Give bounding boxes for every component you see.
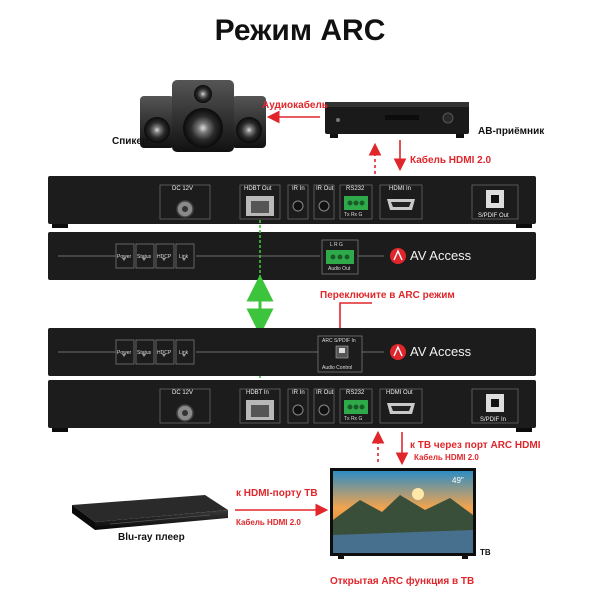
receiver-front-panel (48, 328, 536, 376)
hdbt-in-label: HDBT In (246, 390, 269, 396)
link-b-label: Link (179, 350, 189, 356)
transmitter-front-panel (48, 232, 536, 280)
bluray-player-icon (72, 495, 228, 530)
tv-size-label: 49" (452, 476, 464, 485)
power-b-label: Power (117, 350, 132, 356)
hdmi-cable-top-label: Кабель HDMI 2.0 (410, 155, 492, 166)
receiver-rear-panel (48, 380, 536, 432)
switch-arc-arrow (333, 302, 372, 344)
audio-cable-label: Аудиокабель (262, 100, 328, 111)
bluray-label: Blu-ray плеер (118, 532, 185, 543)
hdmi-in-label: HDMI In (389, 186, 412, 192)
brand-logo-b: AV Access (410, 344, 472, 359)
av-receiver-label: АВ-приёмник (478, 126, 545, 137)
to-tv-arc-label: к ТВ через порт ARC HDMI (410, 440, 541, 451)
speaker-label: Спикер (112, 136, 149, 147)
dc12v-bot-label: DC 12V (172, 390, 194, 396)
ir-in-top-label: IR In (292, 186, 305, 192)
speaker-icon (140, 80, 266, 152)
av-receiver-icon (325, 102, 469, 138)
spdif-in-label: S/PDIF In (480, 417, 507, 423)
hdcp-a-label: HDCP (157, 254, 172, 260)
arc-spdif-in-label: ARC S/PDIF In (322, 338, 356, 344)
status-a-label: Status (137, 254, 152, 260)
audio-control-label: Audio Control (322, 365, 353, 371)
hdmi-cable-tv-label: Кабель HDMI 2.0 (414, 453, 479, 462)
power-a-label: Power (117, 254, 132, 260)
link-a-label: Link (179, 254, 189, 260)
hdcp-b-label: HDCP (157, 350, 172, 356)
hdbt-out-label: HDBT Out (244, 186, 272, 192)
tv-label: ТВ (480, 548, 491, 557)
page-title: Режим ARC (214, 14, 386, 47)
brand-logo-a: AV Access (410, 248, 472, 263)
ir-out-top-label: IR Out (316, 186, 334, 192)
txrxg-top-label: Tx Rx G (344, 212, 363, 218)
to-hdmi-port-label: к HDMI-порту ТВ (236, 488, 318, 499)
tv-icon (330, 468, 476, 559)
ir-in-bot-label: IR In (292, 390, 305, 396)
dc12v-top-label: DC 12V (172, 186, 194, 192)
hdmi-cable-bluray-label: Кабель HDMI 2.0 (236, 518, 301, 527)
spdif-out-label: S/PDIF Out (478, 213, 509, 219)
audio-out-label: Audio Out (328, 266, 351, 272)
txrxg-bot-label: Tx Rx G (344, 416, 363, 422)
open-arc-label: Открытая ARC функция в ТВ (330, 576, 475, 587)
lrg-label: L R G (330, 242, 343, 248)
ir-out-bot-label: IR Out (316, 390, 334, 396)
rs232-top-label: RS232 (346, 186, 365, 192)
switch-arc-label: Переключите в ARC режим (320, 290, 455, 301)
hdmi-out-label: HDMI Out (386, 390, 413, 396)
rs232-bot-label: RS232 (346, 390, 365, 396)
status-b-label: Status (137, 350, 152, 356)
transmitter-rear-panel (48, 176, 536, 228)
